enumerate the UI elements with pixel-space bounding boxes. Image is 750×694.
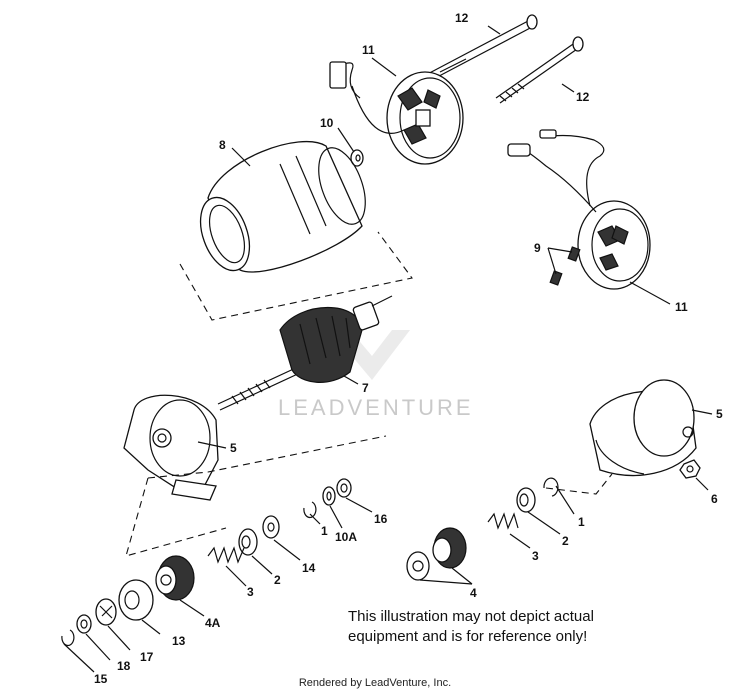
dust-cover-17 bbox=[95, 598, 117, 626]
collar-2-left bbox=[238, 528, 258, 556]
brush-springs bbox=[549, 246, 581, 286]
spacer-13 bbox=[118, 579, 154, 621]
disclaimer-note: This illustration may not depict actual … bbox=[348, 607, 648, 647]
leader-lines bbox=[63, 25, 713, 673]
callout-2-left: 2 bbox=[274, 573, 281, 587]
render-credit: Rendered by LeadVenture, Inc. bbox=[298, 677, 452, 689]
callout-12-upper: 12 bbox=[455, 11, 469, 25]
callout-3-right: 3 bbox=[532, 549, 539, 563]
pinion-gear-4 bbox=[406, 527, 467, 581]
retaining-ring-15 bbox=[61, 629, 75, 647]
retaining-ring-1-right bbox=[543, 477, 559, 497]
callout-18: 18 bbox=[117, 659, 131, 673]
disclaimer-line-1: This illustration may not depict actual bbox=[348, 608, 594, 625]
armature bbox=[217, 295, 393, 411]
callout-9: 9 bbox=[534, 241, 541, 255]
callout-12-lower: 12 bbox=[576, 90, 590, 104]
washer-14 bbox=[262, 515, 280, 539]
through-bolt-upper bbox=[419, 14, 538, 85]
callout-2-right: 2 bbox=[562, 534, 569, 548]
drive-housing-guide bbox=[545, 473, 613, 495]
pinion-gear-4A bbox=[155, 555, 195, 601]
washer-18 bbox=[76, 614, 92, 634]
callout-13: 13 bbox=[172, 634, 186, 648]
washer-10A bbox=[322, 486, 336, 506]
callout-6: 6 bbox=[711, 492, 718, 506]
spring-3-right bbox=[487, 512, 519, 530]
callout-5-left: 5 bbox=[230, 441, 237, 455]
through-bolt-lower bbox=[495, 36, 584, 104]
callout-1-right: 1 bbox=[578, 515, 585, 529]
callout-10A: 10A bbox=[335, 530, 357, 544]
washer-16 bbox=[336, 478, 352, 498]
drive-end-plate bbox=[123, 394, 219, 501]
callout-16: 16 bbox=[374, 512, 388, 526]
watermark-text: LEADVENTURE bbox=[278, 395, 474, 420]
callout-3-left: 3 bbox=[247, 585, 254, 599]
callout-1-left: 1 bbox=[321, 524, 328, 538]
washer-10 bbox=[350, 149, 364, 167]
retaining-ring-1-left bbox=[303, 501, 317, 519]
callout-4: 4 bbox=[470, 586, 477, 600]
callout-4A: 4A bbox=[205, 616, 221, 630]
disclaimer-line-2: equipment and is for reference only! bbox=[348, 628, 588, 645]
end-cap-upper bbox=[329, 61, 464, 165]
callout-17: 17 bbox=[140, 650, 154, 664]
drive-housing-right bbox=[589, 379, 697, 477]
collar-2-right bbox=[516, 487, 536, 513]
drive-guide-line bbox=[125, 435, 387, 557]
callout-10: 10 bbox=[320, 116, 334, 130]
callout-14: 14 bbox=[302, 561, 316, 575]
spring-3-left bbox=[207, 546, 245, 564]
motor-frame bbox=[199, 141, 366, 273]
callout-5-right: 5 bbox=[716, 407, 723, 421]
nut-6 bbox=[679, 459, 701, 479]
callout-11-upper: 11 bbox=[362, 43, 375, 57]
end-cap-lower bbox=[507, 129, 651, 290]
callout-15: 15 bbox=[94, 672, 108, 686]
callout-7: 7 bbox=[362, 381, 369, 395]
callout-8: 8 bbox=[219, 138, 226, 152]
callout-11-lower: 11 bbox=[675, 300, 688, 314]
